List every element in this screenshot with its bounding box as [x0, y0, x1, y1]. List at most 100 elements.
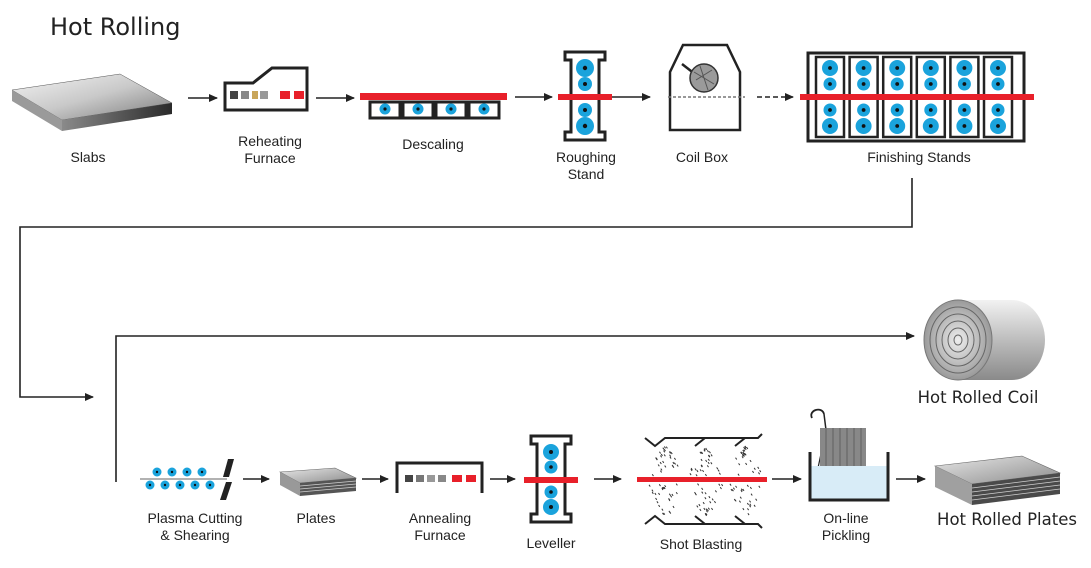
reheating-furnace-icon [223, 66, 309, 112]
shot-particle [705, 513, 708, 516]
label-hot-rolled-plates: Hot Rolled Plates [937, 510, 1077, 529]
shot-particle [749, 459, 752, 463]
shot-particle [702, 469, 705, 473]
shot-particle [659, 461, 662, 465]
plasma-cutting-icon [140, 459, 234, 500]
shot-particle [711, 498, 714, 501]
shot-particle [651, 491, 654, 495]
shot-particle [743, 447, 746, 450]
shot-particle [735, 485, 738, 488]
shot-particle [739, 496, 742, 499]
shot-particle [661, 486, 664, 490]
shot-particle [665, 446, 668, 449]
label-online-pickling-1: On-line [823, 510, 868, 526]
shot-particle [758, 485, 761, 488]
label-descaling: Descaling [402, 136, 463, 152]
label-annealing-furnace-1: Annealing [409, 510, 471, 526]
shot-particle [742, 451, 745, 455]
shot-particle [663, 454, 666, 457]
shot-particle [663, 446, 666, 449]
shot-particle [668, 493, 671, 496]
shot-particle [740, 489, 743, 493]
shot-particle [659, 451, 662, 454]
shot-particle [746, 446, 749, 450]
shot-particle [663, 512, 666, 515]
shot-particle [742, 454, 745, 457]
shot-particle [744, 445, 747, 449]
shot-particle [703, 449, 706, 452]
shot-particle [704, 473, 707, 477]
shot-particle [662, 486, 665, 490]
shot-particle [742, 488, 745, 492]
label-shot-blasting: Shot Blasting [660, 536, 743, 552]
shot-particle [651, 489, 654, 492]
shot-particle [710, 462, 713, 465]
shot-particle [660, 455, 663, 458]
shot-particle [695, 474, 698, 477]
shot-particle [711, 507, 714, 511]
shot-particle [700, 465, 703, 468]
shot-particle [729, 483, 732, 486]
label-slabs: Slabs [70, 149, 105, 165]
shot-particle [705, 508, 708, 511]
shot-particle [689, 473, 692, 476]
shot-particle [701, 491, 704, 494]
shot-particle [664, 484, 667, 488]
shot-particle [717, 469, 720, 472]
shot-particle [656, 501, 659, 504]
shot-particle [741, 456, 744, 459]
shot-particle [710, 454, 713, 457]
shot-particle [747, 512, 750, 516]
shot-particle [718, 472, 721, 475]
shot-particle [745, 462, 748, 466]
label-plates: Plates [297, 510, 336, 526]
shot-particle [655, 497, 658, 501]
label-hot-rolled-coil: Hot Rolled Coil [918, 388, 1039, 407]
shot-particle [705, 510, 708, 513]
shot-particle [749, 503, 752, 506]
label-leveller: Leveller [526, 535, 575, 551]
shot-particle [668, 451, 671, 454]
shot-particle [697, 483, 700, 486]
shot-particle [709, 501, 712, 504]
shot-particle [749, 500, 752, 503]
label-finishing-stands: Finishing Stands [867, 149, 971, 165]
shot-particle [746, 502, 749, 506]
shot-particle [740, 451, 743, 455]
shot-particle [663, 486, 666, 490]
shot-particle [706, 465, 709, 468]
shot-particle [657, 464, 660, 467]
shot-particle [661, 508, 664, 511]
shot-particle [654, 492, 657, 496]
hot-rolled-coil-icon [923, 299, 1045, 381]
shot-particle [662, 447, 665, 450]
shot-particle [735, 457, 738, 460]
shot-particle [740, 488, 743, 491]
shot-particle [694, 491, 697, 495]
shot-particle [759, 470, 762, 473]
shot-particle [673, 457, 676, 461]
shot-particle [669, 456, 672, 459]
shot-particle [753, 504, 756, 507]
shot-particle [721, 483, 724, 487]
shot-particle [706, 509, 709, 512]
shot-particle [718, 483, 721, 486]
shot-particle [753, 467, 756, 470]
shot-particle [743, 449, 746, 452]
shot-particle [701, 487, 704, 491]
shot-particle [651, 473, 654, 477]
shot-particle [673, 462, 677, 465]
shot-particle [675, 491, 678, 495]
shot-blasting-icon [637, 433, 767, 529]
shot-particle [703, 507, 706, 511]
shot-particle [658, 484, 661, 487]
shot-particle [714, 490, 717, 493]
shot-particle [702, 501, 705, 505]
shot-particle [675, 483, 678, 486]
shot-particle [716, 467, 719, 470]
shot-particle [707, 461, 710, 465]
shot-particle [690, 467, 693, 471]
shot-particle [732, 487, 735, 490]
shot-particle [663, 450, 666, 453]
